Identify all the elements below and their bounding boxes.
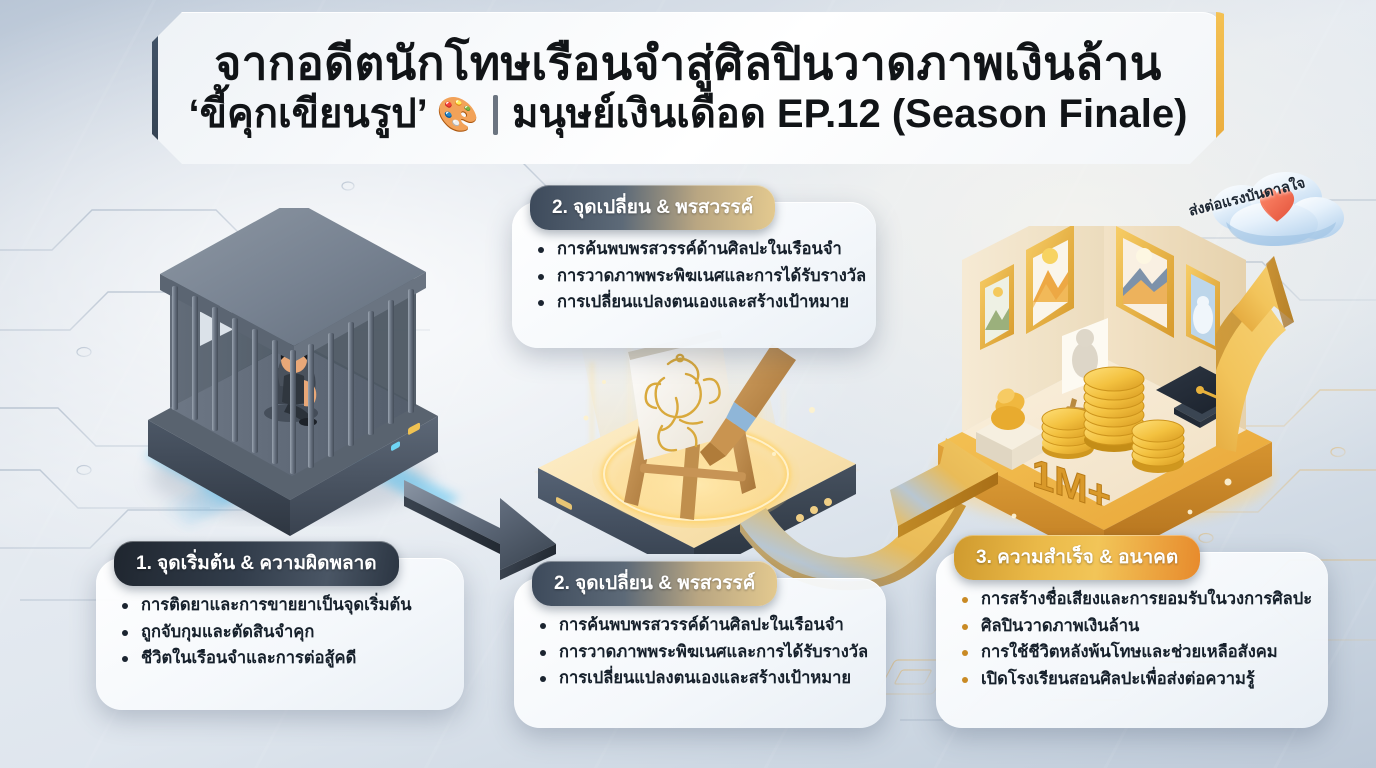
list-item: ชีวิตในเรือนจำและการต่อสู้คดี [120,645,442,672]
card-stage-3: 3. ความสำเร็จ & อนาคต การสร้างชื่อเสียงแ… [936,535,1328,728]
arrow-curve-up-right [740,438,998,591]
page-title-line-1: จากอดีตนักโทษเรือนจำสู่ศิลปินวาดภาพเงินล… [214,36,1162,89]
title-quoted-phrase: ‘ขี้คุกเขียนรูป’ [188,92,428,137]
banner-left-edge [142,12,158,164]
card-stage-2-lower: 2. จุดเปลี่ยน & พรสวรรค์ การค้นพบพรสวรรค… [514,561,886,728]
card-stage-1: 1. จุดเริ่มต้น & ความผิดพลาด การติดยาและ… [96,541,464,710]
card-3-badge: 3. ความสำเร็จ & อนาคต [954,535,1201,580]
page-title-line-2: ‘ขี้คุกเขียนรูป’ 🎨 มนุษย์เงินเดือด EP.12… [189,92,1188,137]
arrow-down-right [404,480,556,580]
card-2-lower-bullets: การค้นพบพรสวรรค์ด้านศิลปะในเรือนจำ การวา… [514,578,886,708]
list-item: ศิลปินวาดภาพเงินล้าน [960,613,1306,640]
title-episode: มนุษย์เงินเดือด EP.12 (Season Finale) [512,92,1188,137]
list-item: การวาดภาพพระพิฆเนศและการได้รับรางวัล [538,639,868,666]
palette-icon: 🎨 [436,95,480,134]
banner-right-edge [1216,12,1234,164]
list-item: การค้นพบพรสวรรค์ด้านศิลปะในเรือนจำ [536,236,854,263]
easel-canvas-illustration [534,330,860,554]
list-item: การเปลี่ยนแปลงตนเองและสร้างเป้าหมาย [538,665,864,692]
list-item: การติดยาและการขายยาเป็นจุดเริ่มต้น [120,592,442,619]
card-2-upper-badge: 2. จุดเปลี่ยน & พรสวรรค์ [530,185,776,230]
card-1-badge: 1. จุดเริ่มต้น & ความผิดพลาด [114,541,399,586]
list-item: การใช้ชีวิตหลังพ้นโทษและช่วยเหลือสังคม [960,639,1306,666]
list-item: เปิดโรงเรียนสอนศิลปะเพื่อส่งต่อความรู้ [960,666,1306,693]
card-2-upper-bullets: การค้นพบพรสวรรค์ด้านศิลปะในเรือนจำ การวา… [512,202,876,332]
arrow-up-right [1216,256,1294,452]
list-item: การเปลี่ยนแปลงตนเองและสร้างเป้าหมาย [536,289,854,316]
title-divider [493,95,498,135]
page-title-banner: จากอดีตนักโทษเรือนจำสู่ศิลปินวาดภาพเงินล… [152,12,1224,164]
list-item: ถูกจับกุมและตัดสินจำคุก [120,619,442,646]
list-item: การวาดภาพพระพิฆเนศและการได้รับรางวัล [536,263,866,290]
list-item: การสร้างชื่อเสียงและการยอมรับในวงการศิลป… [960,586,1312,613]
card-2-lower-badge: 2. จุดเปลี่ยน & พรสวรรค์ [532,561,778,606]
list-item: การค้นพบพรสวรรค์ด้านศิลปะในเรือนจำ [538,612,864,639]
card-stage-2-upper: 2. จุดเปลี่ยน & พรสวรรค์ การค้นพบพรสวรรค… [512,185,876,348]
